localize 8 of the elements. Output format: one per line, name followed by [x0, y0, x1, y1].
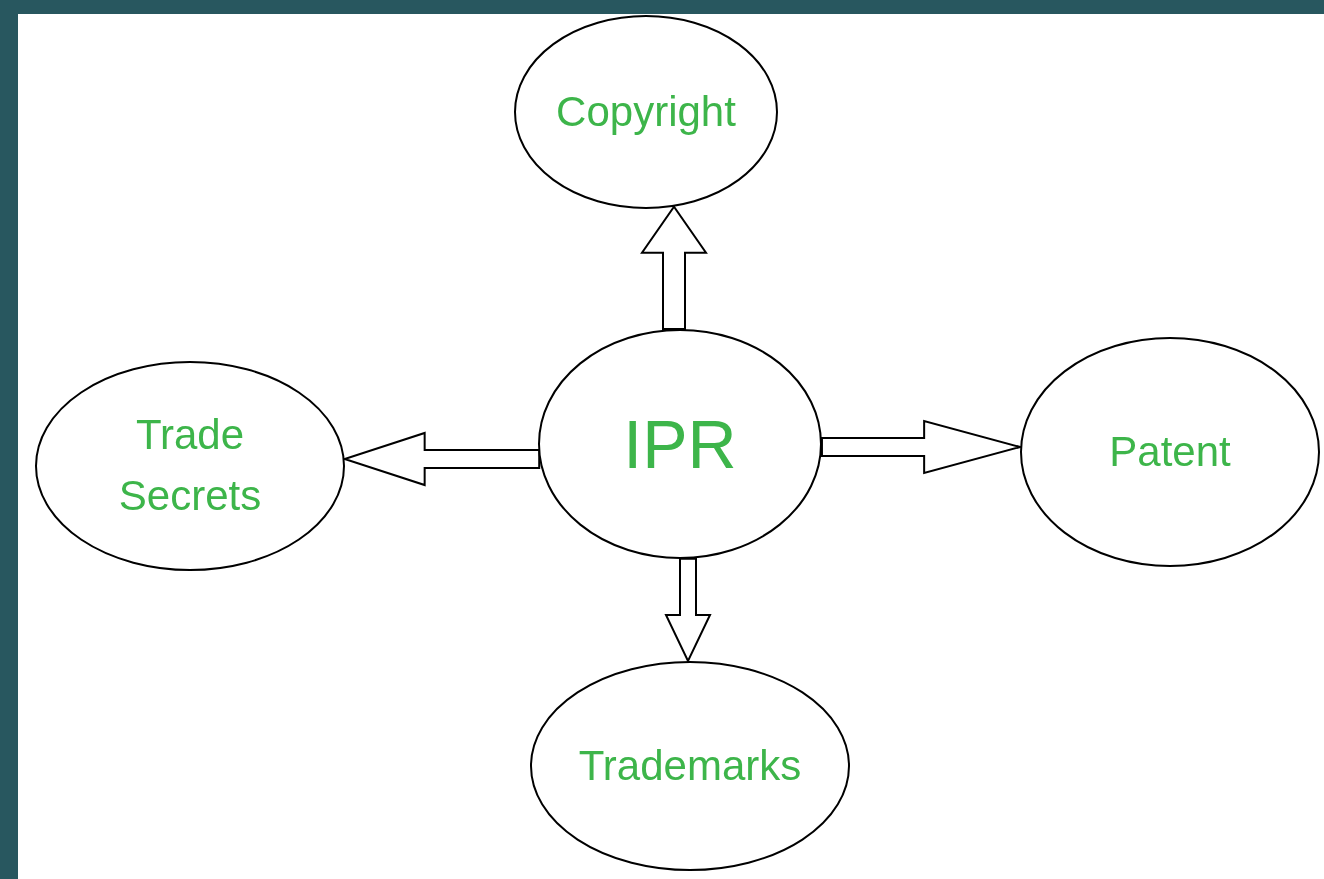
node-label: Patent [1108, 426, 1232, 477]
block-arrow [341, 431, 541, 487]
node-label: IPR [622, 404, 738, 484]
node-label: Trademarks [577, 740, 803, 791]
block-arrow [664, 557, 712, 664]
node-label: Copyright [555, 86, 737, 137]
block-arrow [640, 205, 708, 331]
node-label: Trade Secrets [117, 410, 263, 521]
